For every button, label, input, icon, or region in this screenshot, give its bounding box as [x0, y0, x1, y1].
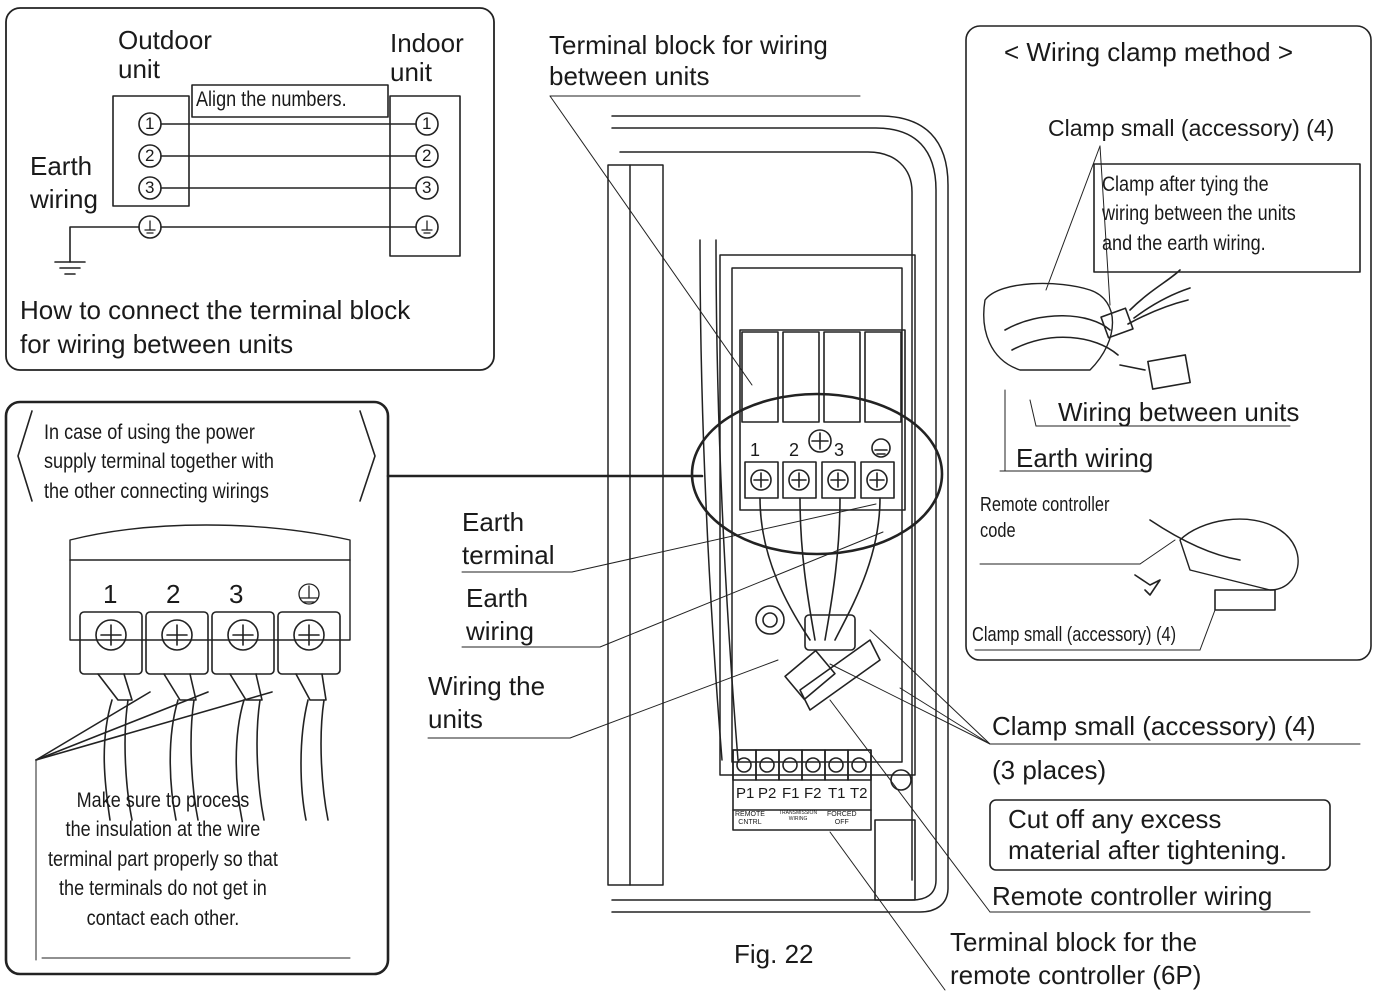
clamp-small-label: Clamp small (accessory) (4) — [992, 711, 1316, 741]
clamp-note: Clamp after tying the wiring between the… — [1102, 173, 1296, 255]
remote-terminal-f2: F2 — [804, 785, 822, 802]
connection-panel-frame — [5, 7, 495, 371]
align-note-box — [191, 84, 389, 118]
indoor-unit-label: Indoor unit — [390, 28, 464, 88]
indoor-unit-housing — [607, 115, 949, 913]
earth-wiring-label-center: Earth wiring — [466, 583, 534, 646]
outdoor-unit-label: Outdoor unit — [118, 25, 212, 85]
clamp-method-title: < Wiring clamp method > — [1004, 37, 1294, 67]
remote-terminal-t2: T2 — [850, 785, 868, 802]
magnify-ellipse — [690, 392, 944, 556]
detail-terminal-1: 1 — [103, 579, 118, 609]
outdoor-terminal-2: 2 — [145, 146, 155, 165]
figure-caption: Fig. 22 — [734, 939, 814, 969]
wiring-between-units-label: Wiring between units — [1058, 397, 1300, 427]
detail-header: In case of using the power supply termin… — [44, 421, 274, 503]
terminal-block-remote-label: Terminal block for the remote controller… — [950, 927, 1202, 990]
clamp-small-top-label: Clamp small (accessory) (4) — [1048, 115, 1335, 141]
outdoor-terminal-1: 1 — [145, 114, 155, 133]
indoor-terminal-1: 1 — [422, 114, 432, 133]
remote-terminal-f1: F1 — [782, 785, 800, 802]
earth-terminal-label: Earth terminal — [462, 507, 555, 570]
remote-terminal-p2: P2 — [758, 785, 777, 802]
terminal-block-units-label: Terminal block for wiring between units — [549, 30, 828, 92]
remote-group-transmission: TRANSMISSION WIRING — [779, 810, 818, 822]
align-numbers-note: Align the numbers. — [196, 88, 347, 111]
detail-panel-frame — [4, 400, 390, 976]
clamp-method-panel-frame — [965, 25, 1372, 661]
detail-terminal-blocks — [79, 611, 341, 675]
unit-terminal-block — [739, 329, 906, 511]
earth-wiring-label-right: Earth wiring — [1016, 443, 1154, 473]
wiring-units-label: Wiring the units — [428, 671, 546, 734]
detail-crimp-wires — [97, 673, 329, 821]
block-terminal-2: 2 — [789, 440, 800, 460]
three-places-label: (3 places) — [992, 755, 1107, 785]
indoor-terminal-2: 2 — [422, 146, 432, 165]
detail-terminal-2: 2 — [166, 579, 181, 609]
remote-terminal-t1: T1 — [828, 785, 846, 802]
remote-code-label: Remote controller code — [980, 494, 1110, 542]
block-terminal-3: 3 — [834, 440, 845, 460]
remote-group-remote: REMOTE CNTRL — [735, 811, 765, 826]
outdoor-terminal-3: 3 — [145, 178, 155, 197]
earth-wiring-label-topleft: Earth wiring — [30, 151, 98, 214]
remote-wiring-label: Remote controller wiring — [992, 881, 1273, 911]
detail-screws — [95, 619, 325, 651]
cut-off-note-box — [989, 799, 1331, 871]
block-terminal-1: 1 — [750, 440, 761, 460]
connection-caption: How to connect the terminal block for wi… — [20, 295, 411, 359]
remote-terminal-p1: P1 — [736, 785, 755, 802]
detail-terminal-3: 3 — [229, 579, 244, 609]
clamp-drawing-bottom — [1179, 518, 1299, 591]
cut-off-note: Cut off any excess material after tighte… — [1008, 804, 1287, 866]
clamp-small-bottom-label: Clamp small (accessory) (4) — [972, 624, 1177, 646]
clamp-drawing-top — [983, 282, 1114, 371]
insulation-note: Make sure to process the insulation at t… — [48, 789, 278, 930]
remote-group-forced: FORCED OFF — [827, 811, 857, 826]
remote-terminal-block — [732, 749, 872, 831]
indoor-terminal-3: 3 — [422, 178, 432, 197]
